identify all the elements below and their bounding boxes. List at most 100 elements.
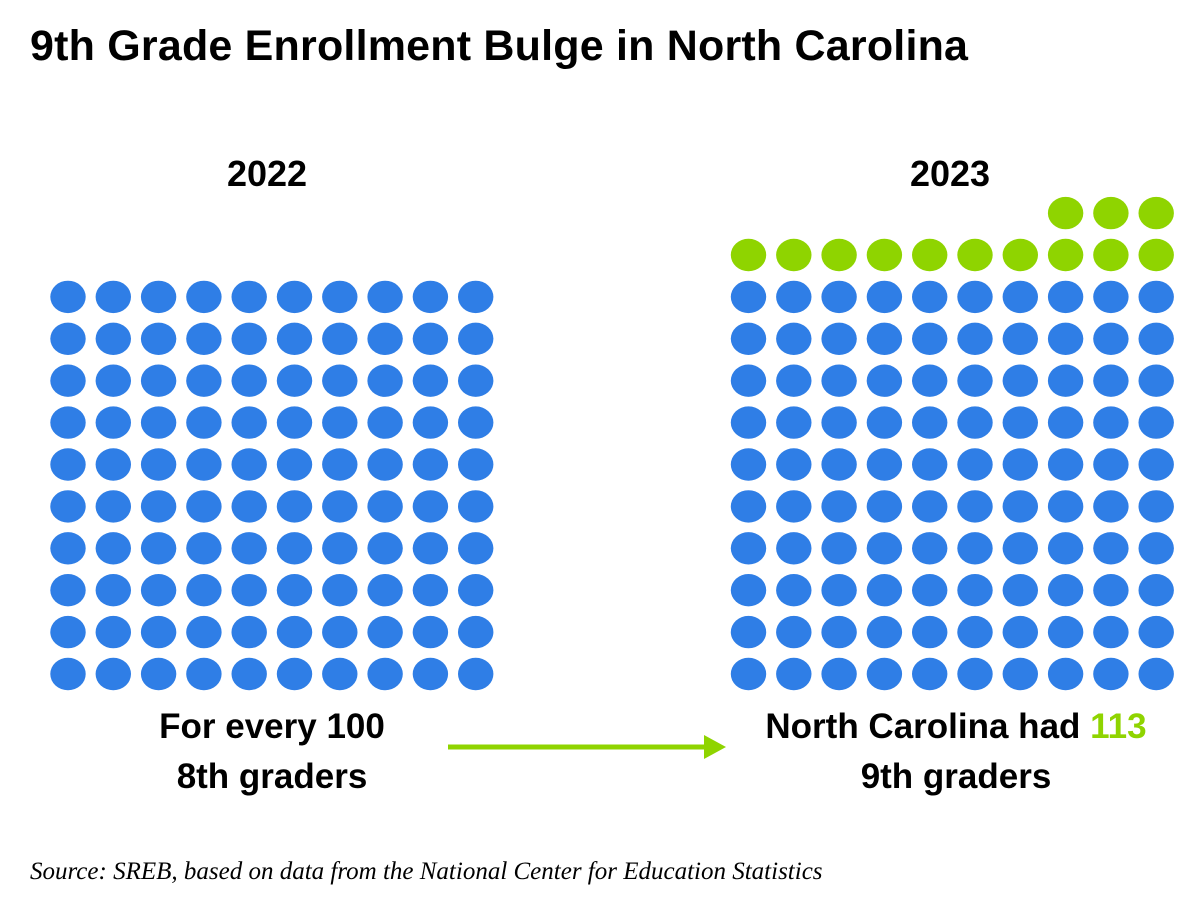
dot-9th-grader	[821, 657, 857, 691]
dot-8th-grader	[367, 364, 403, 397]
dot-9th-grader	[1047, 280, 1084, 314]
dot-8th-grader	[412, 280, 449, 314]
dot-8th-grader	[367, 322, 403, 355]
dot-8th-grader	[95, 406, 131, 439]
dot-8th-grader	[186, 657, 222, 691]
dot-9th-grader	[957, 364, 993, 397]
dot-9th-grader	[1047, 615, 1084, 649]
dot-9th-grader	[912, 532, 948, 565]
dot-8th-grader	[322, 532, 358, 565]
dot-9th-grader	[1093, 448, 1129, 481]
dot-9th-grader	[821, 532, 857, 565]
dot-9th-grader	[1093, 322, 1129, 355]
dot-9th-grader	[1002, 490, 1038, 523]
caption-2023-line1: North Carolina had 113	[700, 702, 1200, 752]
dot-9th-grader	[1138, 280, 1174, 314]
dot-8th-grader	[458, 615, 494, 649]
dot-8th-grader	[186, 406, 222, 439]
year-label-2023: 2023	[909, 153, 991, 194]
source-note: Source: SREB, based on data from the Nat…	[30, 858, 823, 885]
dot-8th-grader	[95, 280, 131, 314]
dot-9th-grader	[821, 615, 857, 649]
dot-extra-9th-grader	[1138, 196, 1174, 230]
dot-8th-grader	[50, 406, 86, 439]
dot-9th-grader	[1093, 574, 1129, 607]
dot-9th-grader	[1093, 615, 1129, 649]
dot-extra-9th-grader	[866, 238, 903, 272]
dot-8th-grader	[412, 657, 449, 691]
dot-9th-grader	[1093, 364, 1129, 397]
dot-8th-grader	[50, 280, 86, 314]
dot-8th-grader	[276, 406, 313, 439]
dot-8th-grader	[140, 322, 177, 355]
dot-8th-grader	[95, 657, 131, 691]
dot-9th-grader	[957, 448, 993, 481]
dot-9th-grader	[866, 657, 903, 691]
dot-8th-grader	[50, 364, 86, 397]
dot-9th-grader	[1093, 490, 1129, 523]
dot-8th-grader	[231, 657, 267, 691]
dot-9th-grader	[730, 615, 767, 649]
dot-8th-grader	[458, 280, 494, 314]
dot-8th-grader	[140, 448, 177, 481]
dot-9th-grader	[1002, 322, 1038, 355]
dot-9th-grader	[1093, 532, 1129, 565]
dot-8th-grader	[50, 574, 86, 607]
dot-extra-9th-grader	[730, 238, 767, 272]
dot-8th-grader	[231, 448, 267, 481]
dot-9th-grader	[1002, 280, 1038, 314]
dot-9th-grader	[866, 406, 903, 439]
dot-8th-grader	[95, 448, 131, 481]
dot-8th-grader	[186, 280, 222, 314]
dot-9th-grader	[776, 364, 812, 397]
dot-9th-grader	[1138, 532, 1174, 565]
dot-8th-grader	[276, 615, 313, 649]
dot-9th-grader	[1047, 574, 1084, 607]
dot-8th-grader	[367, 532, 403, 565]
dot-8th-grader	[276, 448, 313, 481]
dot-8th-grader	[458, 490, 494, 523]
dot-9th-grader	[821, 448, 857, 481]
dot-extra-9th-grader	[1093, 196, 1129, 230]
dot-8th-grader	[367, 657, 403, 691]
dot-9th-grader	[912, 406, 948, 439]
dot-8th-grader	[231, 490, 267, 523]
dot-9th-grader	[957, 406, 993, 439]
dot-9th-grader	[1138, 574, 1174, 607]
dot-9th-grader	[1002, 574, 1038, 607]
dot-9th-grader	[1002, 532, 1038, 565]
dot-9th-grader	[1138, 364, 1174, 397]
dot-9th-grader	[1138, 615, 1174, 649]
dot-9th-grader	[776, 657, 812, 691]
dot-8th-grader	[95, 574, 131, 607]
dot-8th-grader	[458, 364, 494, 397]
dot-9th-grader	[730, 532, 767, 565]
dot-8th-grader	[367, 448, 403, 481]
dot-8th-grader	[95, 322, 131, 355]
dot-8th-grader	[140, 532, 177, 565]
dot-9th-grader	[912, 448, 948, 481]
dot-9th-grader	[1002, 364, 1038, 397]
dot-9th-grader	[821, 364, 857, 397]
dot-8th-grader	[231, 574, 267, 607]
dot-8th-grader	[322, 364, 358, 397]
dot-9th-grader	[866, 280, 903, 314]
dot-9th-grader	[1093, 280, 1129, 314]
dot-8th-grader	[367, 615, 403, 649]
dot-8th-grader	[231, 322, 267, 355]
dot-9th-grader	[821, 490, 857, 523]
dot-9th-grader	[730, 280, 767, 314]
dot-8th-grader	[276, 364, 313, 397]
dot-9th-grader	[912, 280, 948, 314]
grid-2022	[50, 280, 494, 691]
dot-9th-grader	[730, 406, 767, 439]
caption-2022-line1: For every 100	[159, 707, 385, 746]
dot-extra-9th-grader	[1138, 238, 1174, 272]
dot-extra-9th-grader	[1002, 238, 1038, 272]
dot-9th-grader	[1047, 406, 1084, 439]
dot-9th-grader	[776, 532, 812, 565]
dot-9th-grader	[957, 322, 993, 355]
dot-9th-grader	[776, 280, 812, 314]
dot-9th-grader	[776, 490, 812, 523]
dot-9th-grader	[821, 574, 857, 607]
